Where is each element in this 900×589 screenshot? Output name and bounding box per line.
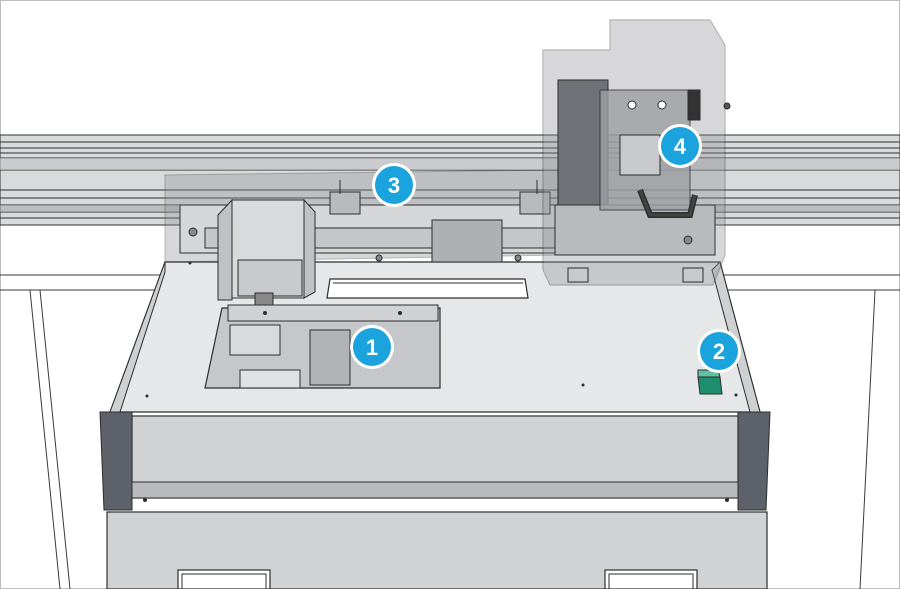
callout-2: 2 <box>697 329 741 373</box>
front-frame <box>99 411 771 589</box>
callout-2-label: 2 <box>713 339 725 364</box>
dispenser-head <box>542 19 731 286</box>
table-slot <box>326 278 529 299</box>
callout-1-label: 1 <box>366 335 378 360</box>
callout-4-label: 4 <box>674 134 687 159</box>
part-holder <box>217 198 316 306</box>
drop-opening <box>204 304 441 389</box>
callout-3: 3 <box>372 163 416 207</box>
green-button-icon <box>697 369 723 395</box>
callout-4: 4 <box>658 124 702 168</box>
callout-1: 1 <box>350 325 394 369</box>
callout-3-label: 3 <box>388 173 400 198</box>
